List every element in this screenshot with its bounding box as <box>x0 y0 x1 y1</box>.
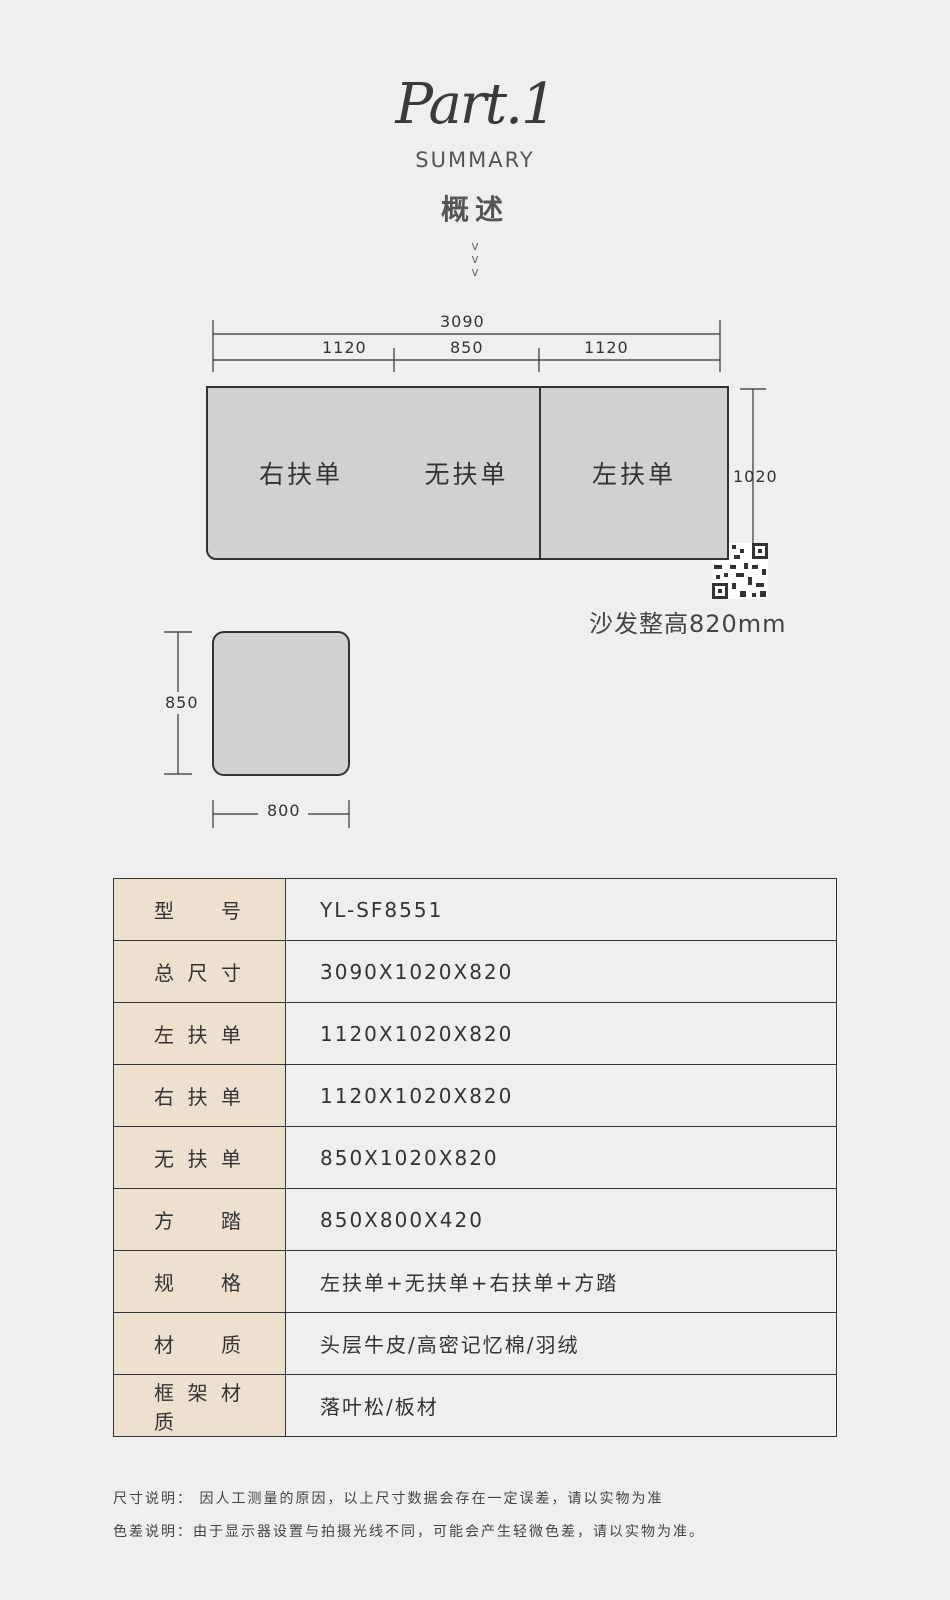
spec-value: 850X1020X820 <box>285 1126 837 1189</box>
spec-value: 头层牛皮/高密记忆棉/羽绒 <box>285 1312 837 1375</box>
segment-label: 无扶单 <box>424 460 509 489</box>
spec-key: 材质 <box>113 1312 286 1375</box>
right-arm-width-label: 1120 <box>322 338 367 357</box>
spec-value: 左扶单+无扶单+右扶单+方踏 <box>285 1250 837 1313</box>
height-note: 沙发整高820mm <box>589 610 787 638</box>
spec-value: 1120X1020X820 <box>285 1002 837 1065</box>
spec-key: 框架材质 <box>113 1374 286 1437</box>
armless-width-label: 850 <box>450 338 484 357</box>
segment-armless: 无扶单 <box>394 386 541 560</box>
ottoman-width-label: 800 <box>267 801 301 820</box>
total-width-label: 3090 <box>440 312 485 331</box>
chevron-down-icon: v <box>471 265 479 279</box>
segment-label: 右扶单 <box>258 460 343 489</box>
spec-key: 右扶单 <box>113 1064 286 1127</box>
spec-key: 无扶单 <box>113 1126 286 1189</box>
part-title: Part.1 <box>395 72 556 137</box>
ottoman-depth-label: 850 <box>165 693 199 712</box>
spec-value: 3090X1020X820 <box>285 940 837 1003</box>
spec-value: 落叶松/板材 <box>285 1374 837 1437</box>
segment-left-arm: 左扶单 <box>539 386 729 560</box>
chevron-down-icon: v <box>471 252 479 266</box>
spec-value: 850X800X420 <box>285 1188 837 1251</box>
overview-title: 概述 <box>440 193 509 226</box>
spec-value: 1120X1020X820 <box>285 1064 837 1127</box>
segment-label: 左扶单 <box>591 460 676 489</box>
spec-key: 方踏 <box>113 1188 286 1251</box>
spec-table: 型号 YL-SF8551 总尺寸 3090X1020X820 左扶单 1120X… <box>113 878 837 1437</box>
table-row: 无扶单 850X1020X820 <box>113 1126 837 1189</box>
spec-value: YL-SF8551 <box>285 878 837 941</box>
spec-key: 规格 <box>113 1250 286 1313</box>
summary-heading: SUMMARY <box>415 148 535 172</box>
segment-right-arm: 右扶单 <box>206 386 396 560</box>
table-row: 方踏 850X800X420 <box>113 1188 837 1251</box>
ottoman <box>212 631 350 776</box>
chevron-down-icon: v <box>471 239 479 253</box>
table-row: 材质 头层牛皮/高密记忆棉/羽绒 <box>113 1312 837 1375</box>
table-row: 规格 左扶单+无扶单+右扶单+方踏 <box>113 1250 837 1313</box>
table-row: 右扶单 1120X1020X820 <box>113 1064 837 1127</box>
spec-key: 型号 <box>113 878 286 941</box>
left-arm-width-label: 1120 <box>584 338 629 357</box>
table-row: 框架材质 落叶松/板材 <box>113 1374 837 1437</box>
spec-key: 总尺寸 <box>113 940 286 1003</box>
table-row: 总尺寸 3090X1020X820 <box>113 940 837 1003</box>
spec-key: 左扶单 <box>113 1002 286 1065</box>
depth-label: 1020 <box>733 467 778 486</box>
table-row: 型号 YL-SF8551 <box>113 878 837 941</box>
table-row: 左扶单 1120X1020X820 <box>113 1002 837 1065</box>
color-note: 色差说明：由于显示器设置与拍摄光线不同，可能会产生轻微色差，请以实物为准。 <box>113 1524 705 1540</box>
size-note: 尺寸说明： 因人工测量的原因，以上尺寸数据会存在一定误差，请以实物为准 <box>113 1491 664 1507</box>
